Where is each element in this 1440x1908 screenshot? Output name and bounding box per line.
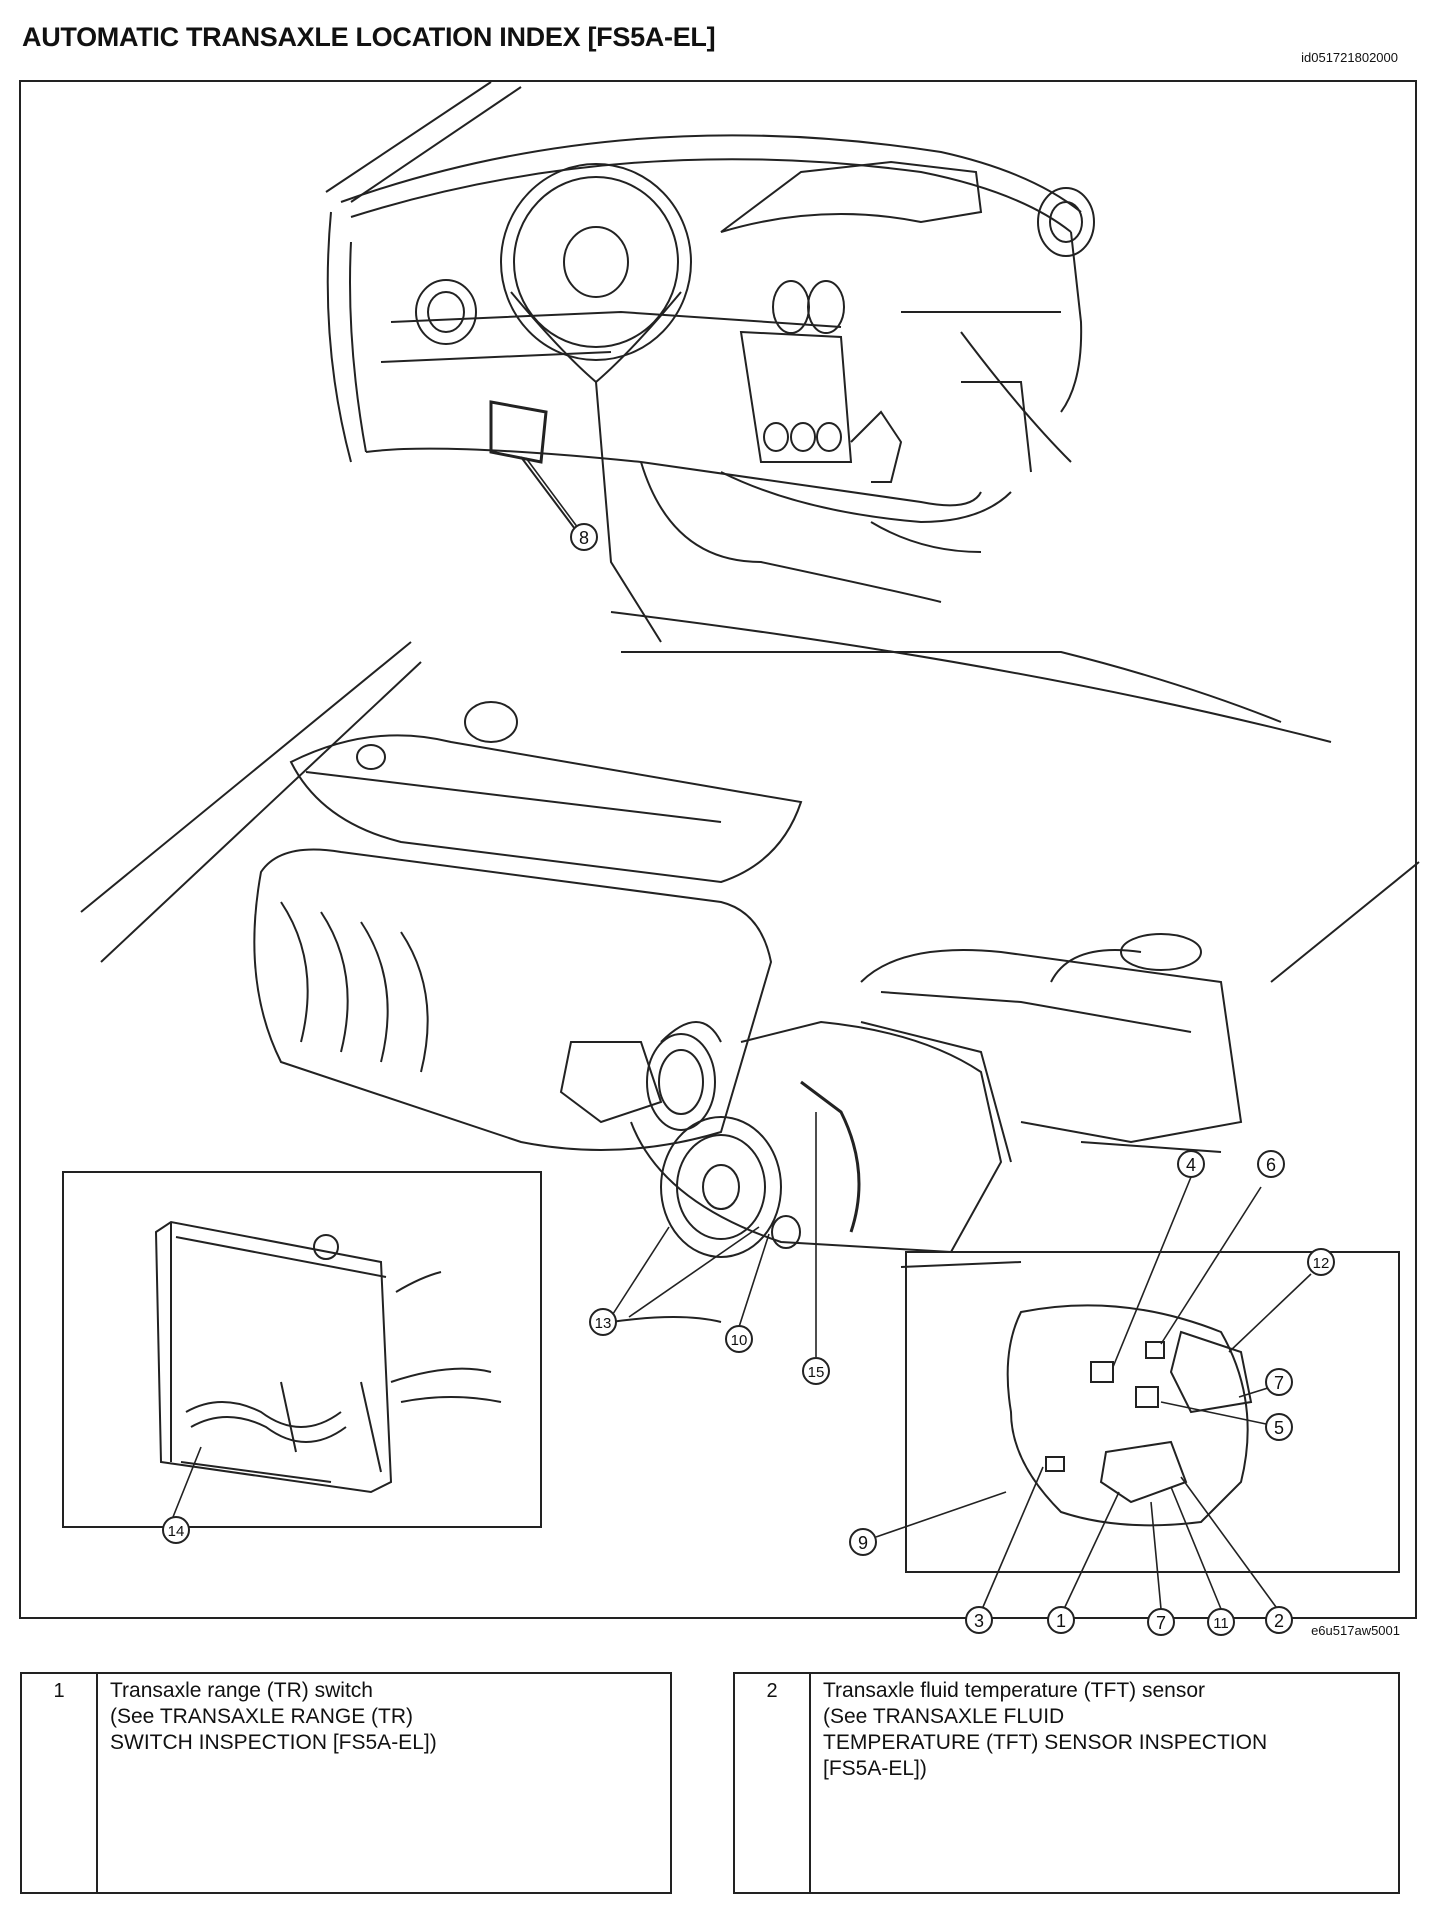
legend-reference-line: [FS5A-EL]) — [823, 1757, 927, 1780]
callout-6-label: 6 — [1266, 1155, 1276, 1175]
callout-4-label: 4 — [1186, 1155, 1196, 1175]
callout-4: 4 — [1177, 1150, 1205, 1178]
callout-2: 2 — [1265, 1606, 1293, 1634]
figure-id: e6u517aw5001 — [1311, 1623, 1400, 1638]
legend-reference-line: (See TRANSAXLE RANGE (TR) — [110, 1705, 414, 1728]
callout-2-label: 2 — [1274, 1611, 1284, 1631]
callout-8-label: 8 — [579, 528, 589, 548]
legend-number: 1 — [22, 1674, 98, 1892]
legend-text: Transaxle fluid temperature (TFT) sensor… — [823, 1678, 1388, 1782]
callout-14-label: 13 — [595, 1315, 612, 1332]
callout-7-upper: 7 — [1265, 1368, 1293, 1396]
callout-11-label: 11 — [1213, 1615, 1229, 1632]
leader-lines — [170, 457, 1312, 1610]
callout-13: 14 — [162, 1516, 190, 1544]
engine-bay-drawing — [80, 611, 1420, 1323]
callout-3-label: 3 — [974, 1611, 984, 1631]
callout-9: 9 — [849, 1528, 877, 1556]
transaxle-inset — [905, 1251, 1400, 1573]
callout-15-label: 15 — [808, 1364, 825, 1381]
page-title: AUTOMATIC TRANSAXLE LOCATION INDEX [FS5A… — [22, 22, 716, 52]
callout-10-label: 10 — [731, 1332, 748, 1349]
radiator-inset — [62, 1171, 542, 1528]
legend-text: Transaxle range (TR) switch (See TRANSAX… — [110, 1678, 660, 1756]
dashboard-drawing — [325, 81, 1095, 643]
callout-5: 5 — [1265, 1413, 1293, 1441]
callout-5-label: 5 — [1274, 1418, 1284, 1438]
callout-13-label: 14 — [168, 1523, 185, 1540]
document-id: id051721802000 — [1301, 50, 1398, 65]
callout-12: 12 — [1307, 1248, 1335, 1276]
callout-markers: 8 13 10 15 14 4 — [162, 523, 1335, 1636]
callout-14: 13 — [589, 1308, 617, 1336]
legend-item-name: Transaxle fluid temperature (TFT) sensor — [823, 1679, 1206, 1702]
callout-8: 8 — [570, 523, 598, 551]
callout-3: 3 — [965, 1606, 993, 1634]
callout-15: 15 — [802, 1357, 830, 1385]
callout-7-lower: 7 — [1147, 1608, 1175, 1636]
callout-7-upper-label: 7 — [1274, 1373, 1284, 1393]
callout-6: 6 — [1257, 1150, 1285, 1178]
location-illustration: 8 13 10 15 14 4 — [19, 80, 1420, 1636]
callout-1: 1 — [1047, 1606, 1075, 1634]
callout-10: 10 — [725, 1325, 753, 1353]
legend-reference-line: (See TRANSAXLE FLUID — [823, 1705, 1065, 1728]
callout-9-label: 9 — [858, 1533, 868, 1553]
legend-reference-line: SWITCH INSPECTION [FS5A-EL]) — [110, 1731, 437, 1754]
legend-entry-2: 2 Transaxle fluid temperature (TFT) sens… — [733, 1672, 1400, 1894]
illustration-drawing: 8 13 10 15 14 4 — [62, 81, 1420, 1636]
callout-12-label: 12 — [1313, 1255, 1330, 1272]
legend-entry-1: 1 Transaxle range (TR) switch (See TRANS… — [20, 1672, 672, 1894]
callout-11: 11 — [1207, 1608, 1235, 1636]
callout-7-lower-label: 7 — [1156, 1613, 1166, 1633]
legend-item-name: Transaxle range (TR) switch — [110, 1679, 373, 1702]
callout-1-label: 1 — [1056, 1611, 1066, 1631]
legend-reference-line: TEMPERATURE (TFT) SENSOR INSPECTION — [823, 1731, 1268, 1754]
legend-number: 2 — [735, 1674, 811, 1892]
